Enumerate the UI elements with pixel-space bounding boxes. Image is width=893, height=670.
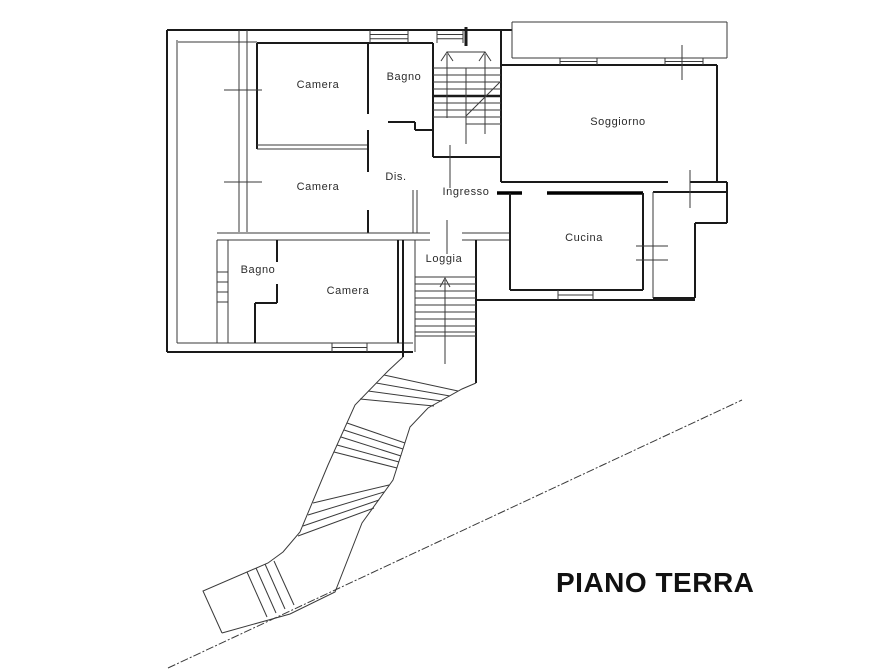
room-label-bagno-1: Bagno xyxy=(386,71,422,83)
terrace-walls xyxy=(511,21,728,59)
floor-title: PIANO TERRA xyxy=(556,567,755,598)
window-symbols xyxy=(217,27,704,352)
outer-walls xyxy=(166,29,728,353)
external-staircase xyxy=(202,356,477,634)
room-label-cucina: Cucina xyxy=(565,232,603,244)
room-label-soggiorno: Soggiorno xyxy=(590,116,646,128)
room-label-loggia: Loggia xyxy=(425,253,463,265)
room-label-ingresso: Ingresso xyxy=(442,186,490,198)
internal-stairwell xyxy=(432,43,501,188)
loggia-stair-flight xyxy=(415,276,476,364)
room-label-camera-2: Camera xyxy=(296,181,340,193)
room-label-bagno-2: Bagno xyxy=(240,264,276,276)
interior-walls xyxy=(216,30,727,383)
boundary-line xyxy=(167,399,743,669)
room-label-camera-1: Camera xyxy=(296,79,340,91)
room-label-camera-3: Camera xyxy=(326,285,370,297)
room-label-dis: Dis. xyxy=(385,171,407,183)
